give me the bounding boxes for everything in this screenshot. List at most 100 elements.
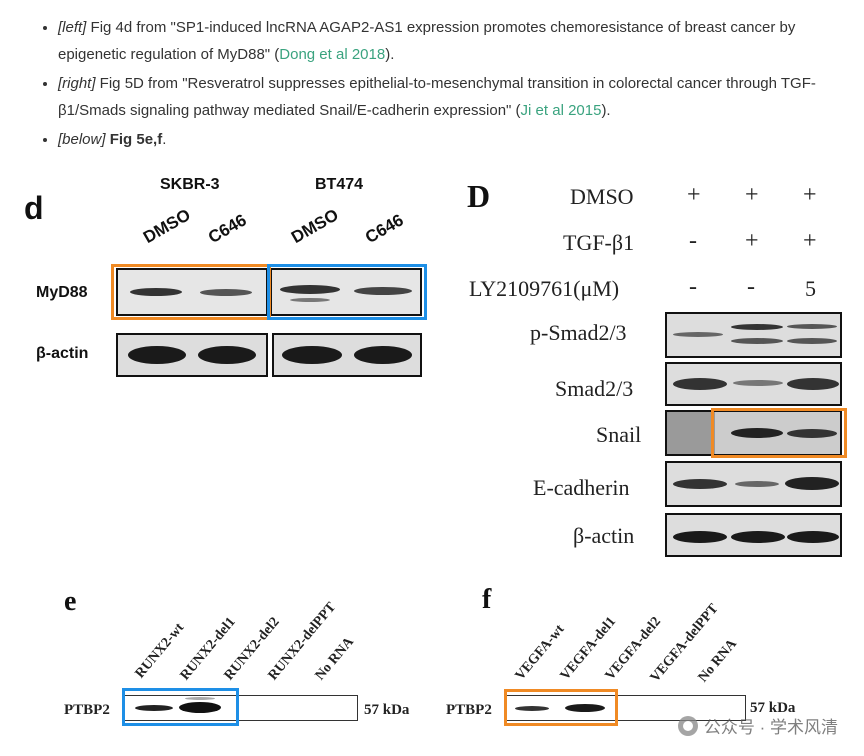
blot-strip — [506, 695, 746, 721]
figure-panel-D: D DMSO TGF-β1 LY2109761(μM) + + + - + + … — [455, 170, 860, 560]
band — [787, 531, 839, 543]
band — [673, 378, 727, 390]
band — [673, 531, 727, 543]
row-label: β-actin — [573, 523, 635, 548]
cell-line-label: SKBR-3 — [160, 176, 220, 193]
blot-strip — [116, 333, 268, 377]
caption-tag: [right] — [58, 75, 96, 92]
lane-label: No RNA — [312, 634, 357, 684]
highlight-box-orange — [111, 264, 271, 320]
caption-item-below: [below] Fig 5e,f. — [58, 126, 858, 153]
condition-value: + — [745, 182, 759, 208]
caption-list: [left] Fig 4d from "SP1-induced lncRNA A… — [28, 14, 858, 155]
band — [200, 289, 252, 296]
condition-label: TGF-β1 — [563, 230, 635, 255]
panel-letter-e: e — [64, 586, 77, 617]
band — [787, 378, 839, 390]
caption-text-end: . — [162, 131, 167, 148]
condition-value: + — [687, 182, 701, 208]
band — [785, 477, 839, 490]
panel-letter-f: f — [482, 584, 492, 615]
row-label: p-Smad2/3 — [530, 320, 627, 345]
blot-dark-block — [667, 412, 715, 454]
row-label: Snail — [596, 422, 642, 447]
blot-strip — [665, 461, 842, 507]
lane-label: C646 — [362, 210, 407, 248]
band — [515, 706, 549, 711]
band — [282, 346, 342, 364]
citation-link[interactable]: Dong et al 2018 — [279, 46, 386, 63]
band — [787, 338, 837, 344]
lane-label: No RNA — [695, 636, 740, 686]
row-label: E-cadherin — [533, 475, 630, 500]
band — [354, 287, 412, 295]
band — [354, 346, 412, 364]
band — [185, 697, 215, 700]
highlight-box-blue — [122, 688, 239, 726]
size-marker: 57 kDa — [750, 700, 796, 716]
highlight-box-blue — [267, 264, 427, 320]
band — [130, 288, 182, 296]
blot-strip — [665, 362, 842, 406]
size-marker: 57 kDa — [364, 702, 410, 718]
figure-panel-f: f VEGFA-wt VEGFA-del1 VEGFA-del2 VEGFA-d… — [440, 580, 864, 756]
citation-link[interactable]: Ji et al 2015 — [520, 102, 602, 119]
condition-label: DMSO — [570, 184, 634, 209]
caption-text: Fig 5D from "Resveratrol suppresses epit… — [58, 75, 816, 119]
band — [135, 705, 173, 711]
caption-item-right: [right] Fig 5D from "Resveratrol suppres… — [58, 70, 858, 124]
band — [731, 531, 785, 543]
band — [290, 298, 330, 302]
watermark: 公众号 · 学术风清 — [677, 713, 838, 738]
caption-text: Fig 4d from "SP1-induced lncRNA AGAP2-AS… — [58, 19, 796, 63]
condition-value: - — [747, 274, 755, 300]
caption-text-end: ). — [601, 102, 611, 119]
band — [787, 429, 837, 438]
watermark-text: 公众号 · 学术风清 — [703, 718, 838, 737]
wechat-icon — [677, 715, 698, 736]
lane-label: DMSO — [288, 205, 342, 248]
condition-value: + — [745, 228, 759, 254]
figure-panel-e: e RUNX2-wt RUNX2-del1 RUNX2-del2 RUNX2-d… — [0, 580, 440, 756]
blot-strip — [665, 312, 842, 358]
band — [735, 481, 779, 487]
caption-item-left: [left] Fig 4d from "SP1-induced lncRNA A… — [58, 14, 858, 68]
row-label: MyD88 — [36, 284, 88, 301]
band — [673, 479, 727, 489]
row-label: PTBP2 — [446, 702, 492, 718]
lane-label: C646 — [205, 210, 250, 248]
blot-strip — [124, 695, 358, 721]
highlight-box-orange — [504, 689, 618, 726]
band — [731, 428, 783, 438]
band — [673, 332, 723, 337]
blot-strip — [272, 333, 422, 377]
lane-label: DMSO — [140, 205, 194, 248]
band — [733, 380, 783, 386]
band — [198, 346, 256, 364]
highlight-box-orange — [711, 408, 847, 458]
caption-text-end: ). — [385, 46, 395, 63]
band — [787, 324, 837, 329]
band — [280, 285, 340, 294]
band — [179, 702, 221, 713]
condition-value: + — [803, 228, 817, 254]
figure-panel-d: d SKBR-3 BT474 DMSO C646 DMSO C646 MyD88… — [0, 170, 440, 390]
condition-value: - — [689, 274, 697, 300]
blot-strip — [270, 268, 422, 316]
blot-strip — [665, 513, 842, 557]
row-label: β-actin — [36, 345, 89, 362]
caption-tag: [below] — [58, 131, 106, 148]
row-label: PTBP2 — [64, 702, 110, 718]
blot-strip — [665, 410, 842, 456]
band — [731, 324, 783, 330]
caption-bold-ref: Fig 5e,f — [109, 131, 163, 148]
panel-letter-D: D — [467, 178, 491, 214]
condition-value: + — [803, 182, 817, 208]
band — [731, 338, 783, 344]
band — [128, 346, 186, 364]
blot-strip — [116, 268, 268, 316]
caption-tag: [left] — [58, 19, 87, 36]
cell-line-label: BT474 — [315, 176, 364, 193]
band — [565, 704, 605, 712]
condition-label: LY2109761(μM) — [469, 276, 620, 301]
